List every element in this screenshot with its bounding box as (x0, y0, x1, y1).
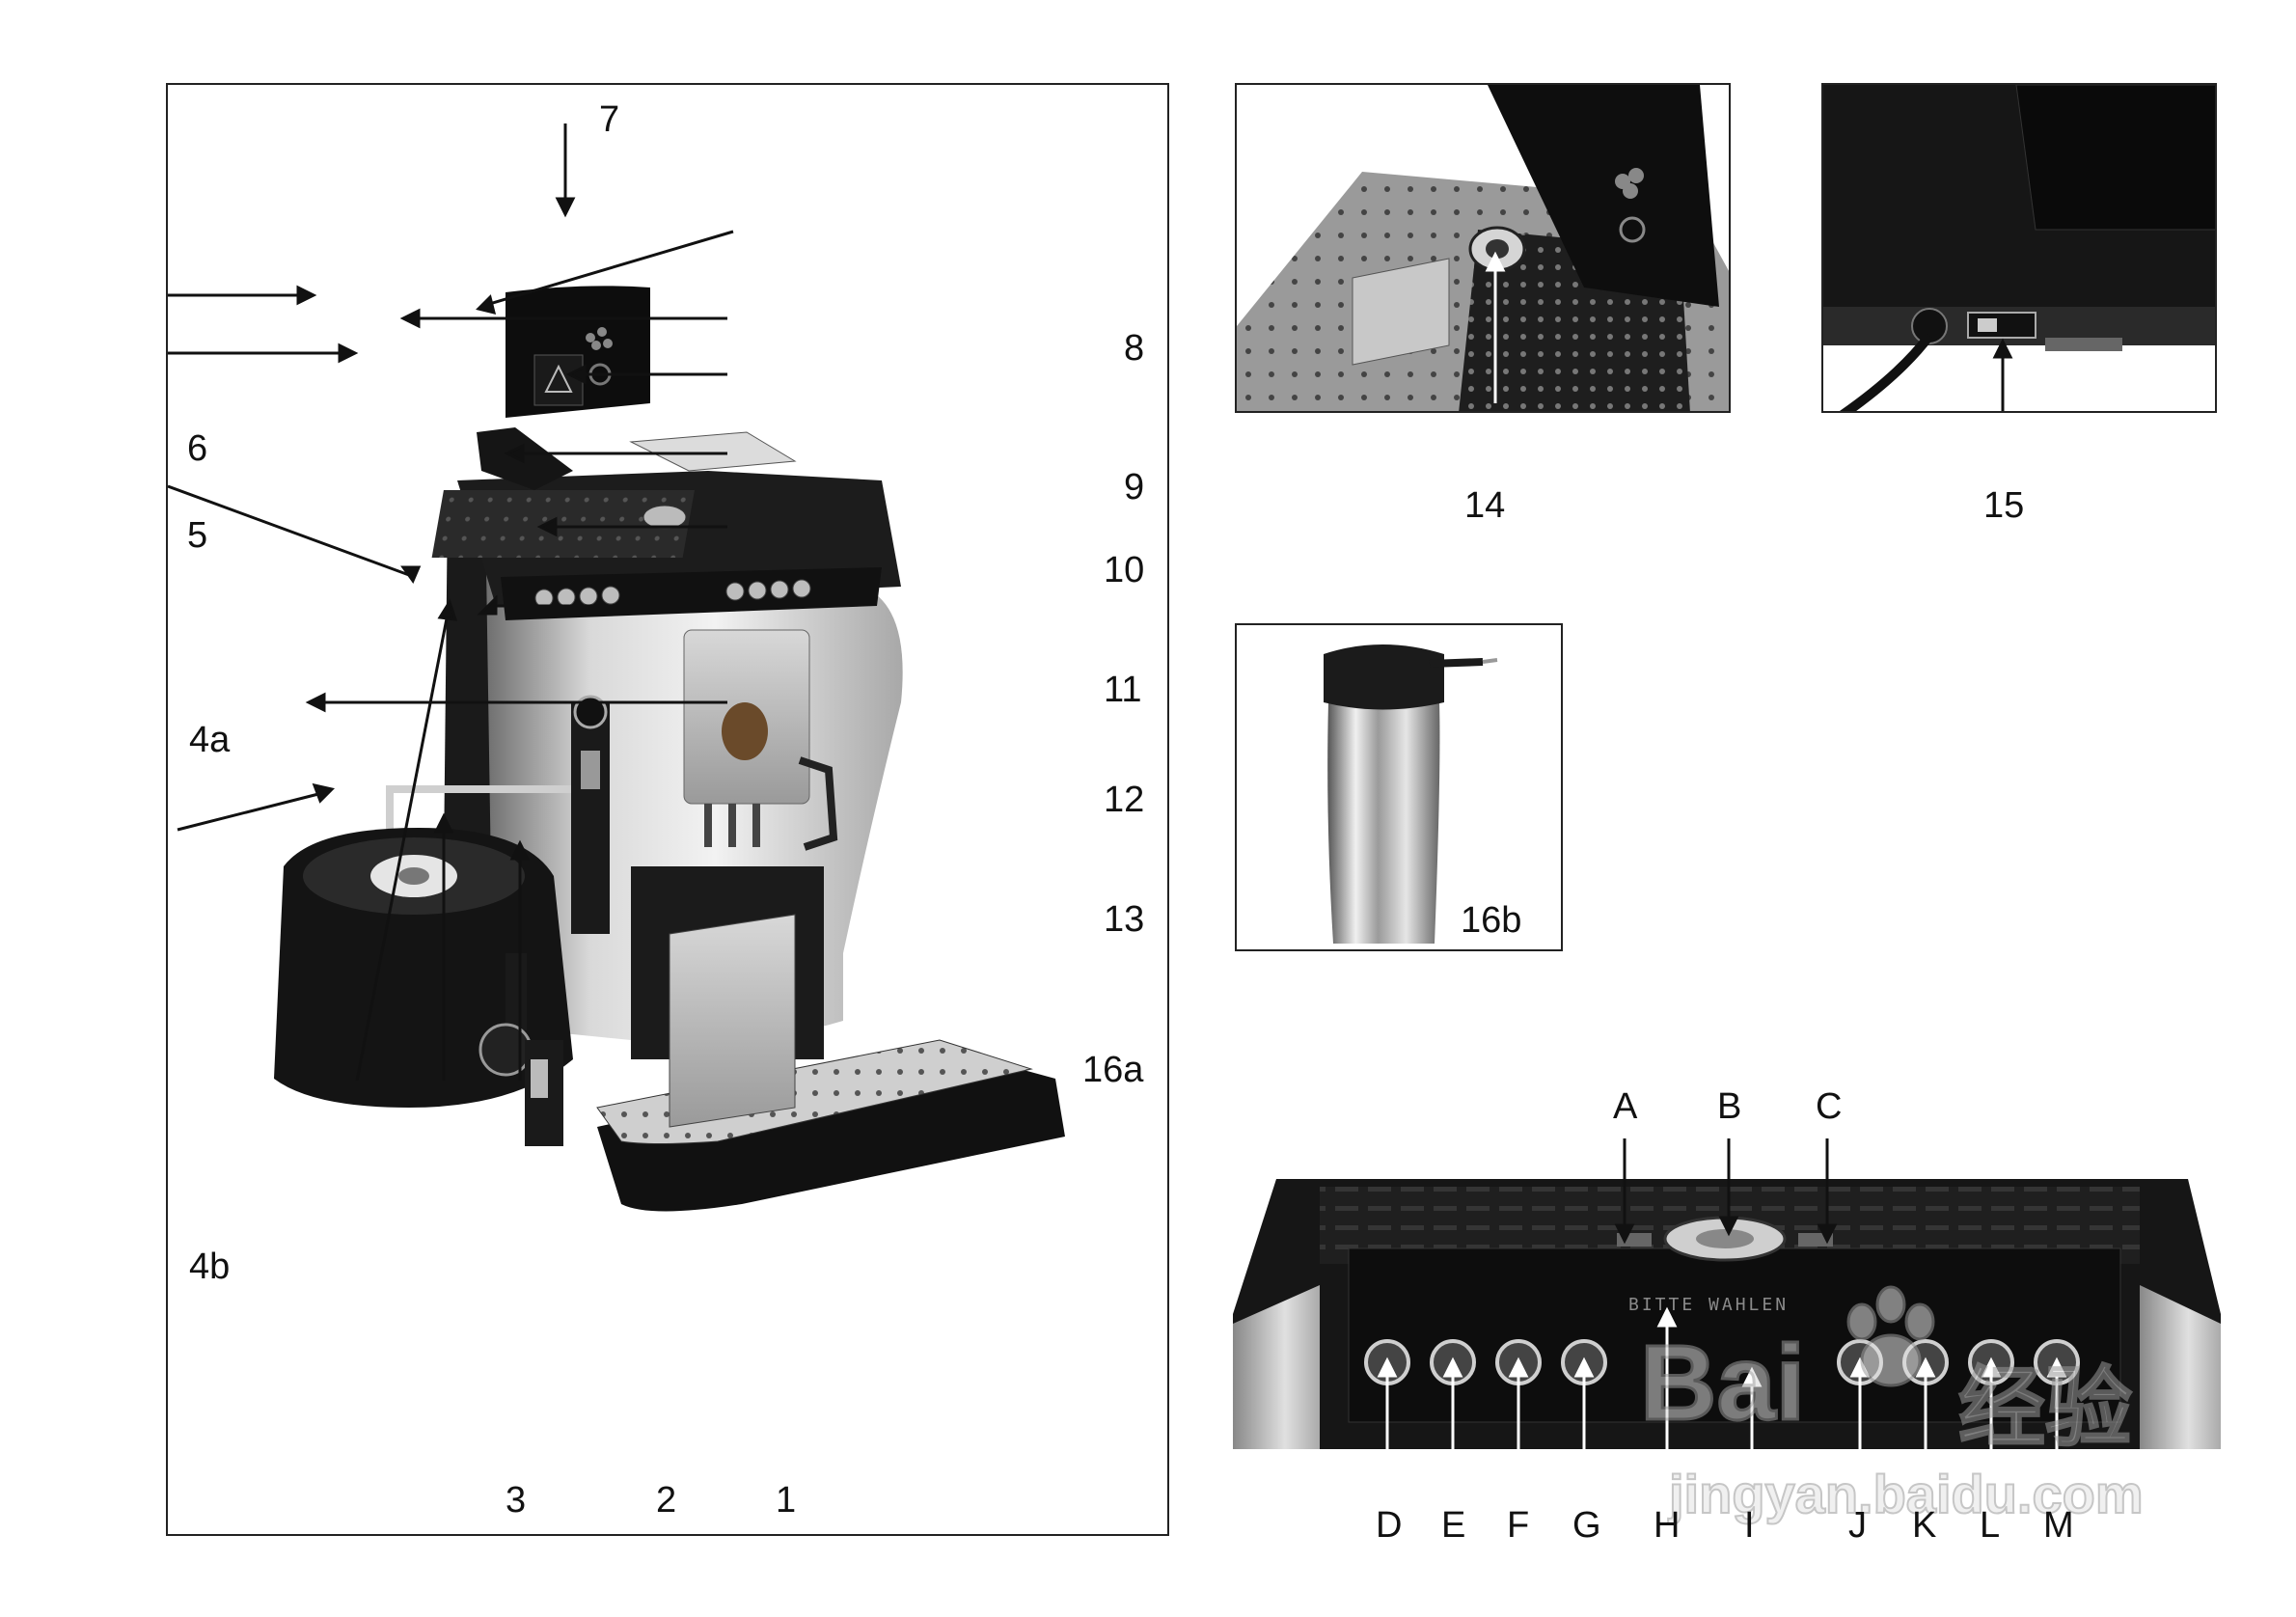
callout-H: H (1654, 1505, 1681, 1546)
callout-M: M (2043, 1505, 2074, 1546)
callout-2: 2 (656, 1480, 677, 1521)
watermark-logo-cn: 经验 (1957, 1359, 2133, 1458)
callout-F: F (1507, 1505, 1530, 1546)
power-switch (1967, 312, 2036, 339)
inset-thermos (1235, 623, 1563, 951)
callout-14: 14 (1464, 485, 1506, 526)
callout-7: 7 (599, 99, 620, 140)
callout-4b: 4b (189, 1247, 231, 1287)
main-machine-panel (166, 83, 1169, 1536)
callout-1: 1 (776, 1480, 797, 1521)
baidu-watermark: Bai 经验 jingyan.baidu.com (1638, 1283, 2180, 1534)
callout-16b: 16b (1461, 900, 1522, 941)
callout-C: C (1816, 1086, 1843, 1127)
thermos-milk-container (1237, 625, 1561, 949)
inset-rotary-switch (1235, 83, 1731, 413)
detached-frother (478, 953, 563, 1146)
powder-chute-lid (629, 431, 797, 472)
paw-icon (1833, 1283, 1949, 1399)
callout-K: K (1912, 1505, 1937, 1546)
callout-A: A (1613, 1086, 1638, 1127)
top-grate (431, 490, 695, 558)
watermark-logo: Bai (1638, 1323, 1806, 1444)
callout-L: L (1980, 1505, 2001, 1546)
tray-front (669, 914, 796, 1128)
water-tank-lid (477, 427, 573, 490)
brand-logo (722, 702, 768, 760)
callout-6: 6 (187, 428, 208, 469)
control-panel-callout-lines (1377, 1138, 2067, 1524)
milk-frother-body (571, 702, 610, 934)
coffee-machine-illustration (168, 123, 1065, 1212)
watermark-url: jingyan.baidu.com (1668, 1463, 2145, 1525)
callout-3: 3 (506, 1480, 527, 1521)
inset-power-switch (1821, 83, 2217, 413)
callout-5: 5 (187, 515, 208, 556)
callout-B: B (1717, 1086, 1742, 1127)
callout-15: 15 (1983, 485, 2025, 526)
callout-4a: 4a (189, 720, 231, 760)
callout-G: G (1572, 1505, 1601, 1546)
callout-10: 10 (1104, 550, 1145, 590)
callout-16a: 16a (1082, 1050, 1144, 1090)
drip-tray (597, 1050, 1065, 1212)
callout-J: J (1848, 1505, 1867, 1546)
callout-11: 11 (1104, 670, 1142, 710)
rotary-switch (642, 505, 687, 530)
main-callout-lines (168, 123, 734, 1082)
callout-12: 12 (1104, 780, 1145, 820)
lid-sign (533, 354, 584, 406)
callout-8: 8 (1124, 328, 1145, 369)
power-switch-closeup (1823, 85, 2215, 411)
spout-nozzles (704, 804, 760, 847)
control-panel-closeup: BITTE WAHLEN (1233, 1179, 2221, 1449)
callout-D: D (1376, 1505, 1403, 1546)
cup-bracket (798, 756, 838, 851)
callout-E: E (1441, 1505, 1466, 1546)
rotary-switch-closeup (1237, 85, 1729, 411)
control-panel-illustration: BITTE WAHLEN (1233, 1179, 2221, 1449)
callout-13: 13 (1104, 899, 1145, 940)
callout-I: I (1744, 1505, 1755, 1546)
callout-9: 9 (1124, 467, 1145, 507)
